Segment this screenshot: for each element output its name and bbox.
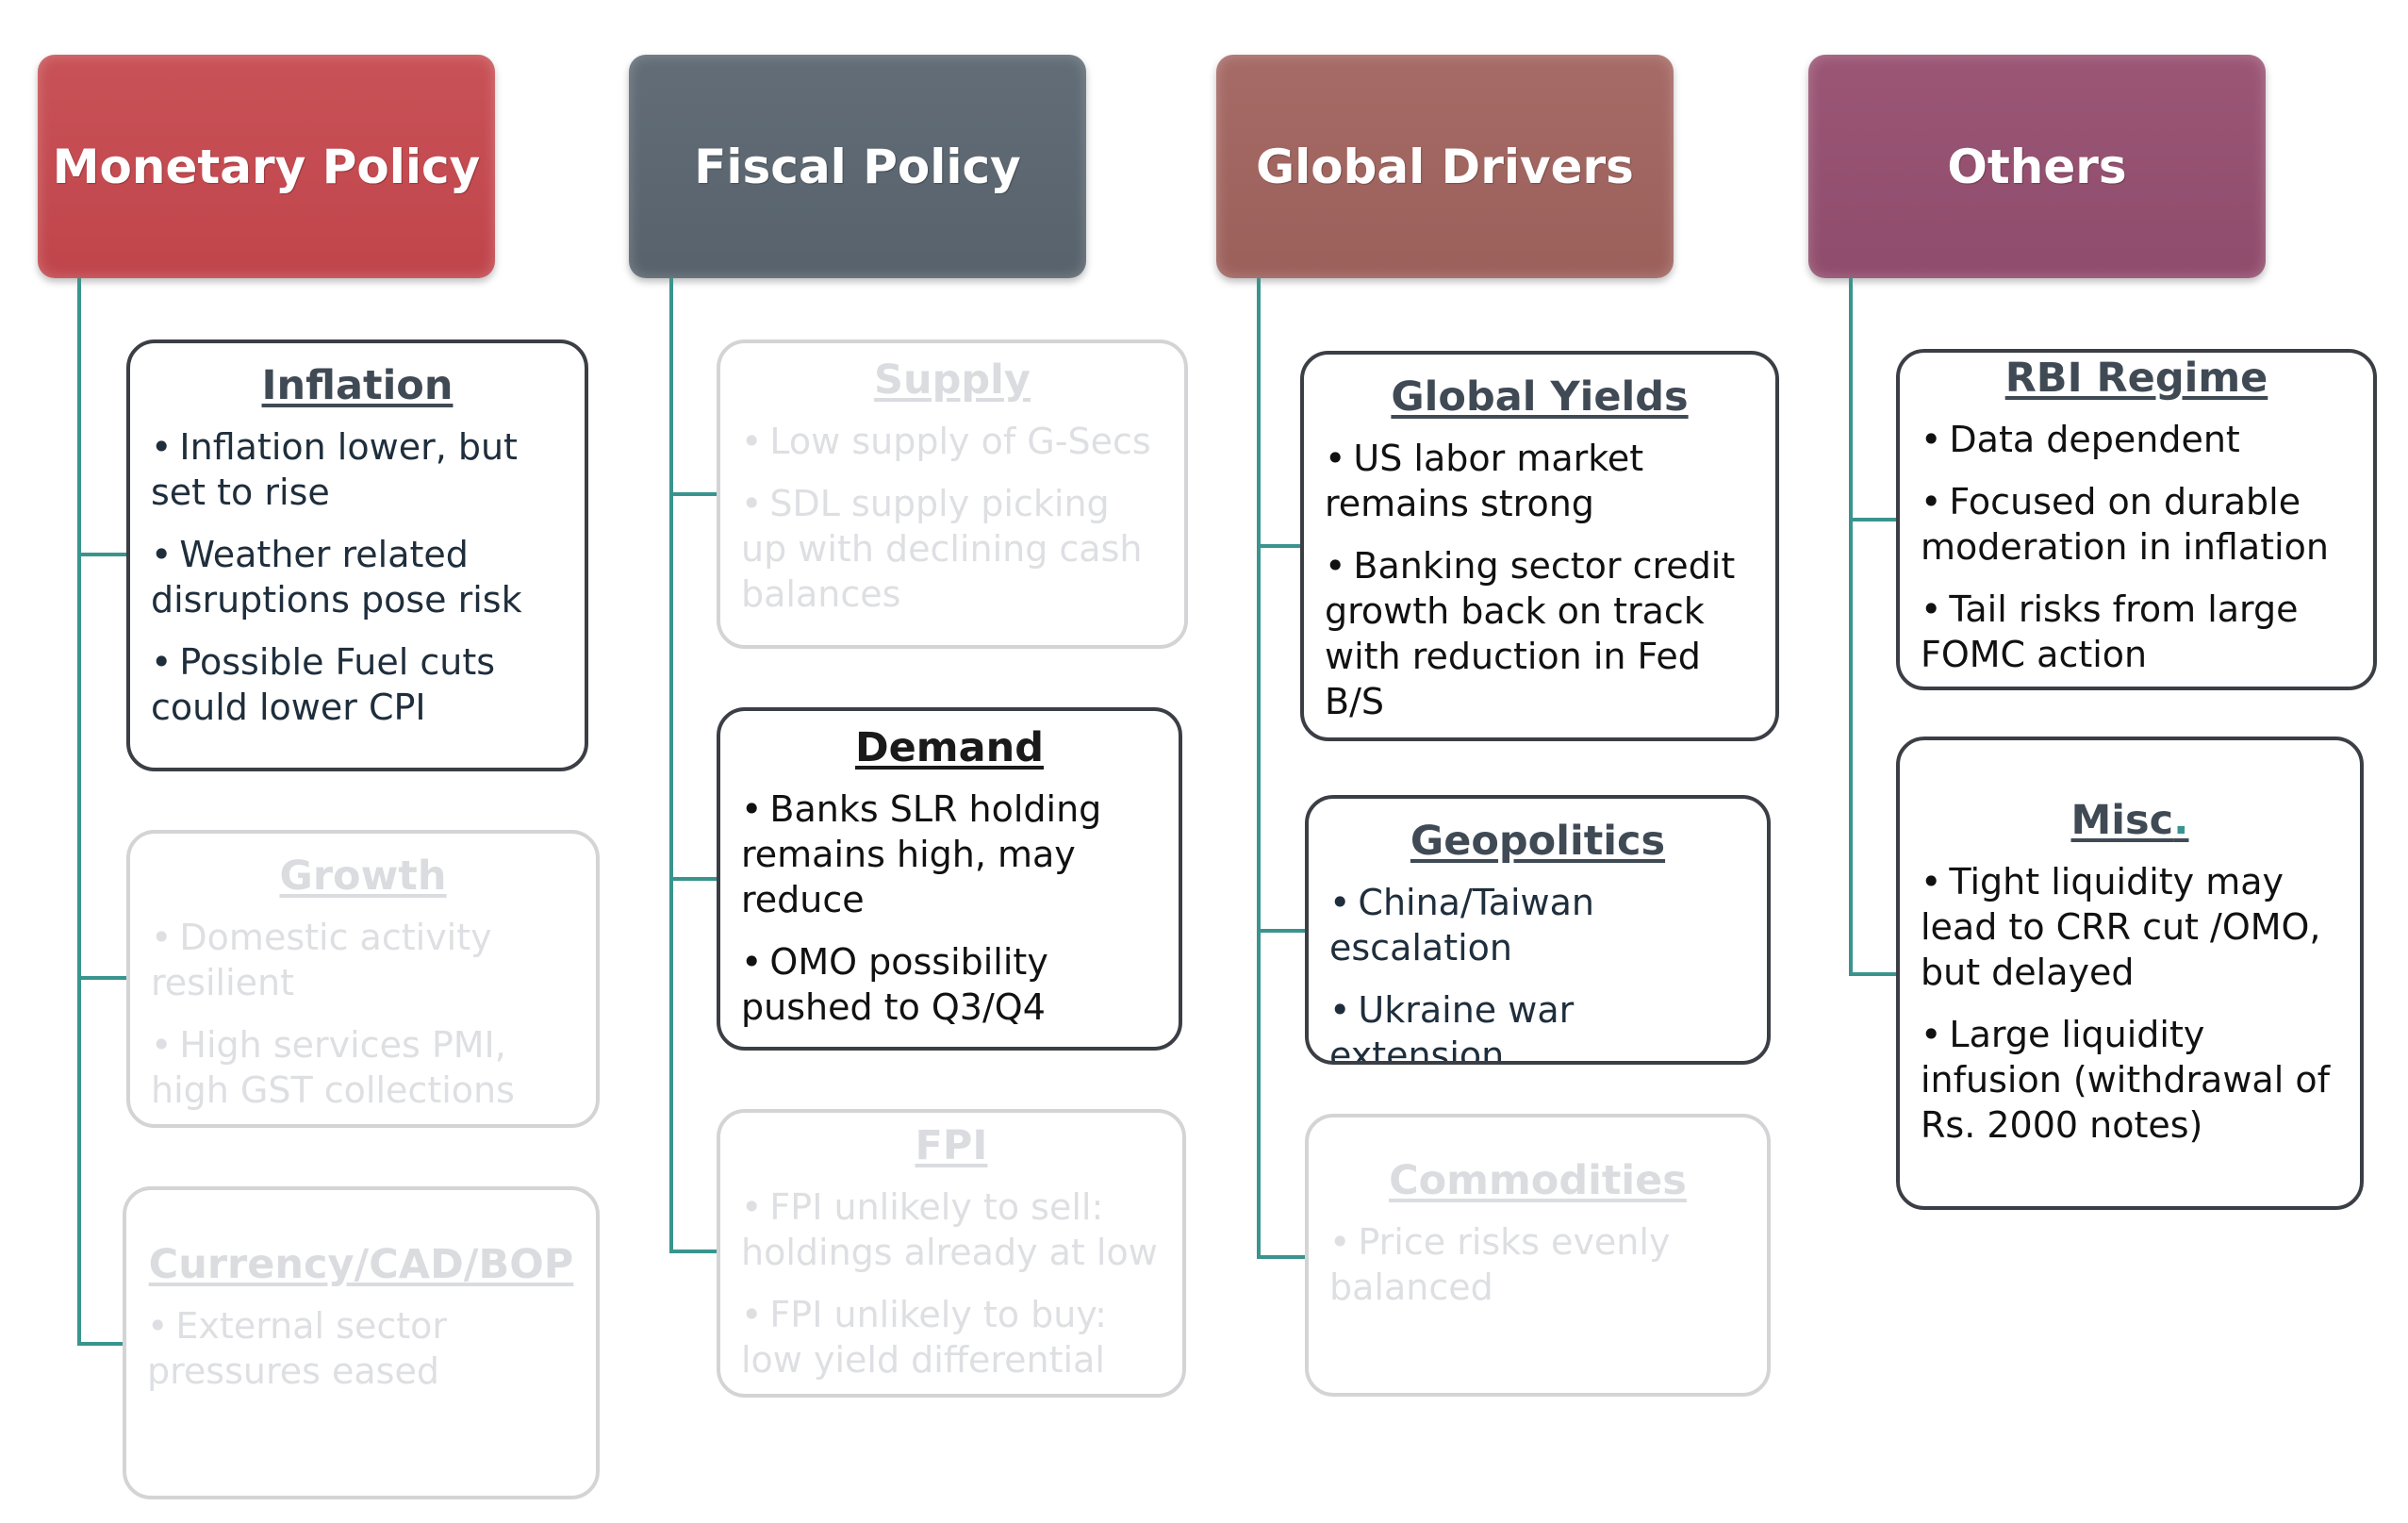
header-fiscal-policy: Fiscal Policy <box>629 55 1086 278</box>
box-title-geopolitics: Geopolitics <box>1410 818 1666 865</box>
connector-branch-rbi-regime <box>1849 518 1898 521</box>
box-title-rbi-regime: RBI Regime <box>2004 355 2268 402</box>
list-item: •Banking sector credit growth back on tr… <box>1325 545 1736 722</box>
box-commodities: Commodities •Price risks evenly balanced <box>1305 1114 1771 1397</box>
list-item: •OMO possibility pushed to Q3/Q4 <box>741 941 1048 1028</box>
list-item: •US labor market remains strong <box>1325 438 1644 524</box>
connector-branch-supply <box>669 492 718 496</box>
box-currency-cad-bop: Currency/CAD/BOP •External sector pressu… <box>123 1186 600 1499</box>
header-monetary-policy: Monetary Policy <box>38 55 495 278</box>
list-item: •Tight liquidity may lead to CRR cut /OM… <box>1921 861 2321 993</box>
connector-trunk-monetary <box>77 278 81 1346</box>
box-title-inflation: Inflation <box>261 362 454 409</box>
list-item: •Possible Fuel cuts could lower CPI <box>151 641 496 728</box>
list-item: •Focused on durable moderation in inflat… <box>1921 481 2329 568</box>
box-demand: Demand •Banks SLR holding remains high, … <box>717 707 1182 1051</box>
list-item: •Low supply of G-Secs <box>741 421 1151 462</box>
list-item: •SDL supply picking up with declining ca… <box>741 483 1143 615</box>
connector-branch-demand <box>669 877 718 881</box>
box-geopolitics: Geopolitics •China/Taiwan escalation •Uk… <box>1305 795 1771 1065</box>
box-inflation: Inflation •Inflation lower, but set to r… <box>126 339 588 771</box>
box-title-demand: Demand <box>854 724 1045 771</box>
box-growth: Growth •Domestic activity resilient •Hig… <box>126 830 600 1128</box>
connector-trunk-others <box>1849 278 1853 976</box>
box-title-currency-cad-bop: Currency/CAD/BOP <box>148 1241 574 1288</box>
connector-branch-fpi <box>669 1250 718 1253</box>
box-title-misc: Misc. <box>2070 797 2189 844</box>
list-item: •Domestic activity resilient <box>151 917 492 1003</box>
connector-trunk-global <box>1257 278 1261 1259</box>
list-item: •Banks SLR holding remains high, may red… <box>741 788 1102 920</box>
box-title-commodities: Commodities <box>1389 1157 1687 1204</box>
list-item: •China/Taiwan escalation <box>1329 882 1594 968</box>
header-others: Others <box>1808 55 2266 278</box>
box-title-global-yields: Global Yields <box>1391 373 1689 421</box>
connector-branch-inflation <box>77 553 128 556</box>
box-title-supply: Supply <box>874 356 1031 404</box>
box-misc: Misc. •Tight liquidity may lead to CRR c… <box>1896 737 2364 1210</box>
list-item: •Inflation lower, but set to rise <box>151 426 518 513</box>
connector-trunk-fiscal <box>669 278 673 1253</box>
connector-branch-geopolitics <box>1257 929 1307 933</box>
list-item: •FPI unlikely to sell: holdings already … <box>741 1186 1158 1273</box>
connector-branch-commodities <box>1257 1255 1307 1259</box>
box-global-yields: Global Yields •US labor market remains s… <box>1300 351 1779 741</box>
connector-branch-misc <box>1849 972 1898 976</box>
connector-branch-global-yields <box>1257 544 1302 548</box>
list-item: •Price risks evenly balanced <box>1329 1221 1671 1308</box>
list-item: •Data dependent <box>1921 419 2240 460</box>
header-global-drivers: Global Drivers <box>1216 55 1674 278</box>
box-title-growth: Growth <box>279 853 447 900</box>
list-item: •High services PMI, high GST collections <box>151 1024 515 1111</box>
connector-branch-growth <box>77 976 128 980</box>
box-title-fpi: FPI <box>915 1122 988 1169</box>
box-rbi-regime: RBI Regime •Data dependent •Focused on d… <box>1896 349 2377 690</box>
list-item: •Weather related disruptions pose risk <box>151 534 522 621</box>
list-item: •FPI unlikely to buy: low yield differen… <box>741 1294 1107 1381</box>
list-item: •Tail risks from large FOMC action <box>1921 588 2299 675</box>
list-item: •Ukraine war extension <box>1329 989 1575 1065</box>
box-fpi: FPI •FPI unlikely to sell: holdings alre… <box>717 1109 1186 1398</box>
list-item: •Large liquidity infusion (withdrawal of… <box>1921 1014 2330 1146</box>
box-supply: Supply •Low supply of G-Secs •SDL supply… <box>717 339 1188 649</box>
connector-branch-currency <box>77 1342 124 1346</box>
list-item: •External sector pressures eased <box>147 1305 448 1392</box>
